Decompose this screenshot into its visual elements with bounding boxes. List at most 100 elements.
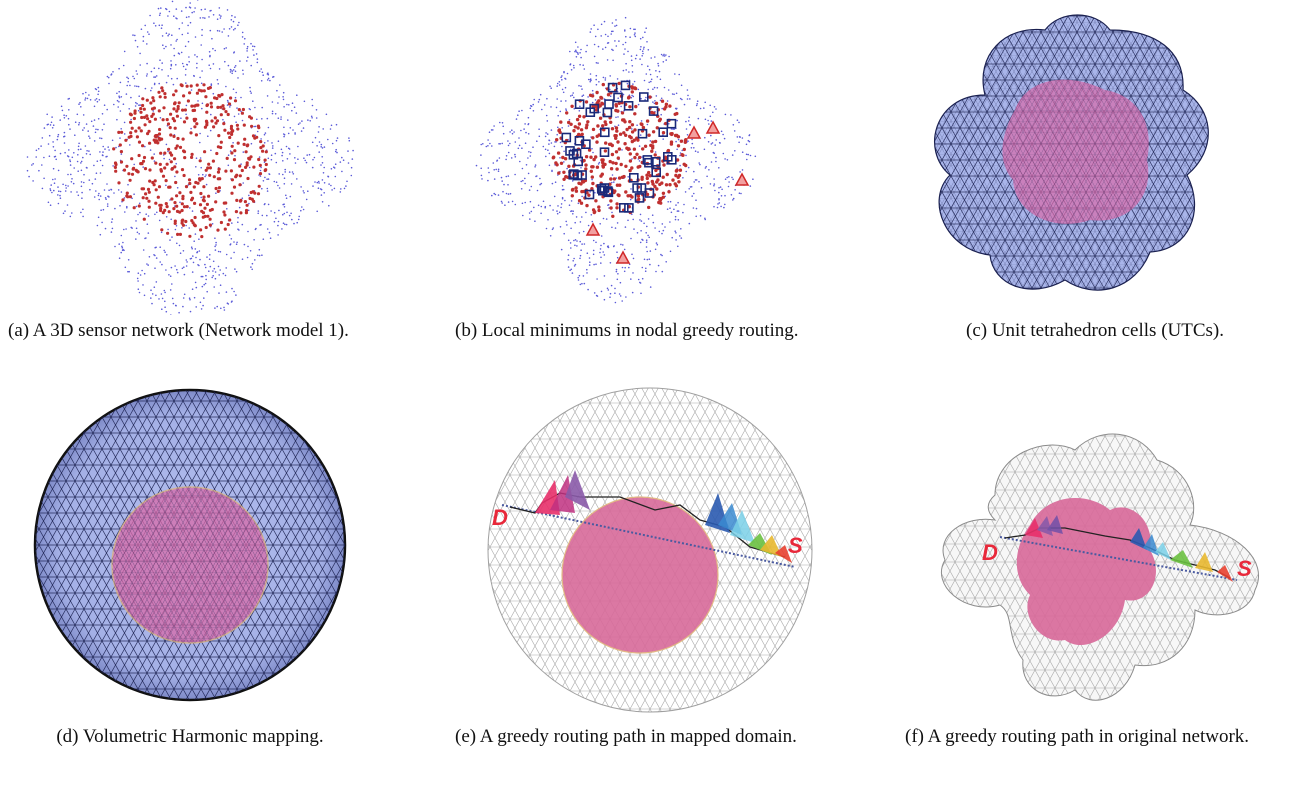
outer-node xyxy=(674,218,677,221)
outer-node xyxy=(545,227,548,230)
outer-node xyxy=(132,75,134,78)
inner-node xyxy=(147,205,151,209)
inner-node xyxy=(618,132,623,136)
inner-node xyxy=(243,137,247,141)
outer-node xyxy=(225,85,227,88)
outer-node xyxy=(654,100,656,102)
outer-node xyxy=(167,15,169,17)
outer-node xyxy=(627,219,629,222)
outer-node xyxy=(84,97,87,99)
outer-node xyxy=(215,241,217,244)
inner-node xyxy=(611,214,615,218)
outer-node xyxy=(99,172,102,174)
outer-node xyxy=(35,149,38,152)
outer-node xyxy=(52,178,54,181)
local-minimum-marker xyxy=(624,203,634,213)
outer-node xyxy=(591,178,593,181)
outer-node xyxy=(208,51,211,53)
outer-node xyxy=(536,140,538,142)
inner-node xyxy=(569,122,573,127)
outer-node xyxy=(169,199,171,201)
outer-node xyxy=(583,282,586,285)
inner-node xyxy=(165,162,169,166)
outer-node xyxy=(575,216,578,218)
outer-node xyxy=(276,89,278,92)
outer-node xyxy=(267,157,270,160)
outer-node xyxy=(165,216,168,218)
outer-node xyxy=(490,129,493,131)
outer-node xyxy=(167,34,169,37)
outer-node xyxy=(232,88,235,90)
outer-node xyxy=(216,305,218,308)
outer-node xyxy=(754,155,757,158)
outer-node xyxy=(620,90,622,93)
inner-node xyxy=(645,192,650,197)
outer-node xyxy=(208,258,211,261)
inner-node xyxy=(190,196,195,200)
outer-node xyxy=(559,157,561,159)
outer-node xyxy=(53,182,56,184)
inner-node xyxy=(130,126,134,130)
outer-node xyxy=(105,198,107,200)
outer-node xyxy=(590,28,592,30)
inner-node xyxy=(257,157,261,162)
outer-node xyxy=(694,150,697,152)
outer-node xyxy=(171,283,173,285)
inner-node xyxy=(643,144,648,148)
outer-node xyxy=(505,192,508,195)
inner-node xyxy=(668,104,672,108)
outer-node xyxy=(63,117,66,119)
outer-node xyxy=(185,224,187,227)
inner-node xyxy=(134,168,138,172)
inner-node xyxy=(635,152,639,156)
outer-node xyxy=(124,266,127,269)
outer-node xyxy=(266,95,269,97)
outer-node xyxy=(661,223,664,225)
outer-node xyxy=(724,113,727,116)
inner-node xyxy=(590,187,594,191)
inner-node xyxy=(181,197,185,201)
outer-node xyxy=(517,114,519,116)
outer-node xyxy=(241,197,244,199)
outer-node xyxy=(310,115,313,118)
outer-node xyxy=(123,197,126,199)
outer-node xyxy=(151,293,154,295)
outer-node xyxy=(317,131,320,133)
outer-node xyxy=(139,104,141,106)
inner-node xyxy=(176,232,180,236)
outer-node xyxy=(643,46,645,49)
outer-node xyxy=(718,198,720,201)
outer-node xyxy=(649,250,652,252)
inner-node xyxy=(614,150,619,154)
outer-node xyxy=(297,123,300,125)
outer-node xyxy=(481,178,483,180)
outer-node xyxy=(123,121,126,124)
inner-node xyxy=(676,144,681,148)
outer-node xyxy=(145,237,147,239)
inner-node xyxy=(121,198,125,202)
local-minimum-marker xyxy=(572,170,583,181)
local-minimum-marker xyxy=(650,157,661,167)
inner-node xyxy=(150,156,154,160)
outer-node xyxy=(103,104,106,106)
outer-node xyxy=(169,239,171,241)
inner-node xyxy=(174,180,178,185)
inner-node xyxy=(614,161,618,166)
outer-node xyxy=(716,206,719,209)
outer-node xyxy=(741,169,744,171)
outer-node xyxy=(507,175,510,177)
outer-node xyxy=(561,185,564,187)
outer-node xyxy=(181,33,184,36)
outer-node xyxy=(348,139,351,142)
outer-node xyxy=(537,101,540,103)
outer-node xyxy=(558,84,561,86)
inner-node xyxy=(139,129,143,133)
inner-node xyxy=(180,208,184,213)
inner-node xyxy=(680,153,684,157)
outer-node xyxy=(645,267,647,270)
outer-node xyxy=(564,86,567,89)
outer-node xyxy=(264,132,267,134)
outer-node xyxy=(660,253,662,256)
outer-node xyxy=(501,202,503,204)
outer-node xyxy=(603,242,605,245)
